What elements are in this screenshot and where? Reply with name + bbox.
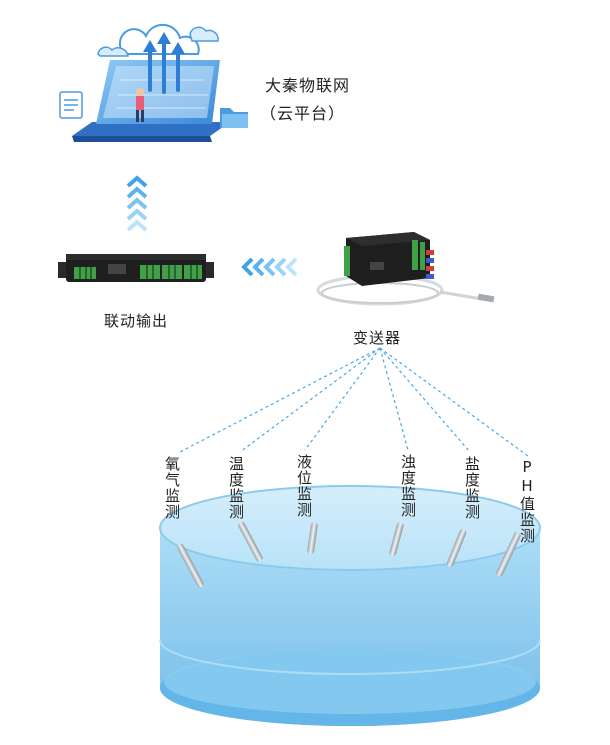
sensor-label-turbidity: 浊度监测 bbox=[399, 454, 417, 518]
folder-icon bbox=[220, 108, 248, 128]
cloud-laptop-icon bbox=[72, 23, 230, 142]
sensor-label-ph: PH值监测 bbox=[518, 458, 536, 544]
sensor-label-salinity: 盐度监测 bbox=[463, 456, 481, 520]
sensor-label-level: 液位监测 bbox=[295, 454, 313, 518]
linkage-output-label: 联动输出 bbox=[104, 312, 169, 330]
sensor-label-temperature: 温度监测 bbox=[227, 456, 245, 520]
cloud-platform-subtitle: （云平台） bbox=[260, 104, 346, 123]
cloud-platform-title: 大秦物联网 bbox=[265, 76, 351, 95]
sensor-probe-icon bbox=[177, 521, 521, 588]
transmitter-label: 变送器 bbox=[353, 329, 402, 347]
transmitter-device-icon bbox=[316, 232, 495, 306]
connection-lines bbox=[179, 347, 529, 457]
document-icon bbox=[59, 91, 83, 119]
sensor-label-oxygen: 氧气监测 bbox=[163, 456, 181, 520]
left-arrows-icon bbox=[241, 257, 298, 277]
linkage-device-icon bbox=[58, 254, 214, 282]
up-arrows-icon bbox=[126, 175, 148, 232]
water-tank-icon bbox=[159, 485, 541, 726]
